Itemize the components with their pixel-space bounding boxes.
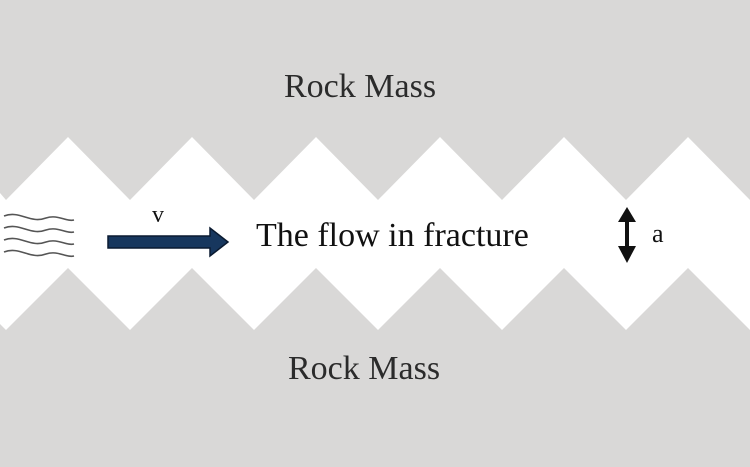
streamline xyxy=(3,225,75,234)
aperture-arrow-shaft xyxy=(625,218,629,250)
aperture-symbol: a xyxy=(652,219,664,248)
aperture-arrow-head-up xyxy=(618,207,636,222)
upper-rock-mass-label: Rock Mass xyxy=(284,68,437,105)
fracture-flow-label: The flow in fracture xyxy=(256,217,529,254)
inlet-streamlines xyxy=(3,213,75,258)
streamline xyxy=(3,213,75,222)
streamline xyxy=(3,249,75,258)
aperture-double-arrow xyxy=(618,207,636,263)
velocity-arrow xyxy=(107,226,230,258)
streamline xyxy=(3,237,75,246)
lower-rock-mass-label: Rock Mass xyxy=(288,350,441,387)
upper-rock-mass xyxy=(0,0,750,200)
lower-rock-mass xyxy=(0,268,750,467)
aperture-arrow-head-down xyxy=(618,246,636,263)
velocity-symbol: v xyxy=(152,202,164,228)
